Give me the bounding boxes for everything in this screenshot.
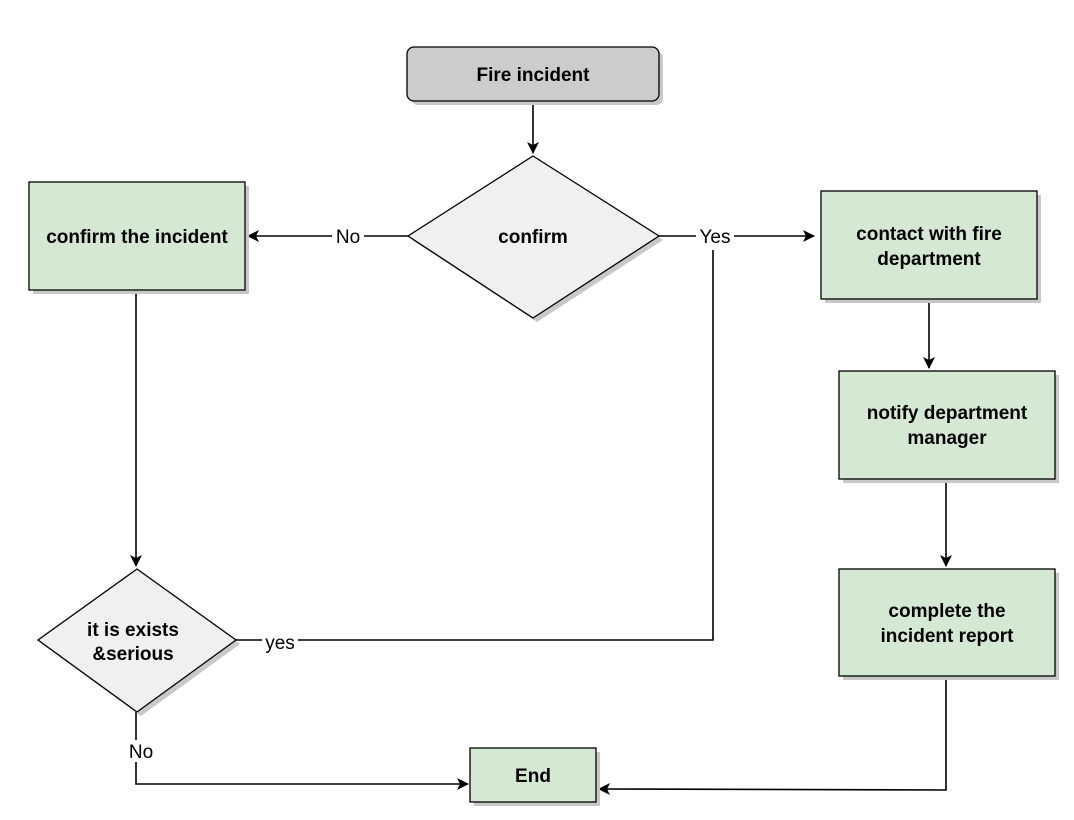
node-exists-line1: it is exists: [87, 620, 179, 641]
node-contact-line2: department: [877, 249, 981, 270]
node-exists-serious-decision[interactable]: it is exists &serious: [36, 568, 240, 716]
node-confirm-label: confirm: [498, 227, 568, 248]
edge-label-confirm-yes: Yes: [700, 227, 731, 248]
node-end[interactable]: End: [469, 747, 600, 806]
edge-label-confirm-no: No: [336, 227, 360, 248]
edge-label-bg: [332, 225, 364, 247]
node-notify-manager[interactable]: notify department manager: [838, 370, 1059, 483]
node-notify-line2: manager: [907, 428, 987, 449]
node-fire-incident[interactable]: Fire incident: [406, 46, 663, 105]
edge-label-exists-yes: yes: [265, 633, 295, 654]
edge-report-to-end: [598, 676, 947, 796]
node-end-label: End: [515, 766, 551, 787]
edge-label-exists-no: No: [129, 742, 153, 763]
edge-label-bg: [696, 225, 734, 247]
edge-exists-yes: [236, 250, 714, 641]
node-fire-incident-label: Fire incident: [477, 65, 591, 86]
node-report-line2: incident report: [880, 626, 1014, 647]
node-contact-line1: contact with fire: [856, 224, 1002, 245]
node-contact-fire-department[interactable]: contact with fire department: [820, 190, 1041, 303]
node-exists-line2: &serious: [92, 644, 173, 665]
node-complete-report[interactable]: complete the incident report: [838, 568, 1059, 680]
node-confirm-incident[interactable]: confirm the incident: [28, 181, 249, 294]
edge-label-bg: [262, 631, 298, 653]
node-report-line1: complete the: [888, 601, 1005, 622]
edge-label-bg: [125, 740, 157, 762]
edge-exists-no: [135, 712, 469, 790]
node-confirm-incident-label: confirm the incident: [46, 227, 228, 248]
node-confirm-decision[interactable]: confirm: [406, 155, 663, 322]
node-notify-line1: notify department: [867, 403, 1028, 424]
